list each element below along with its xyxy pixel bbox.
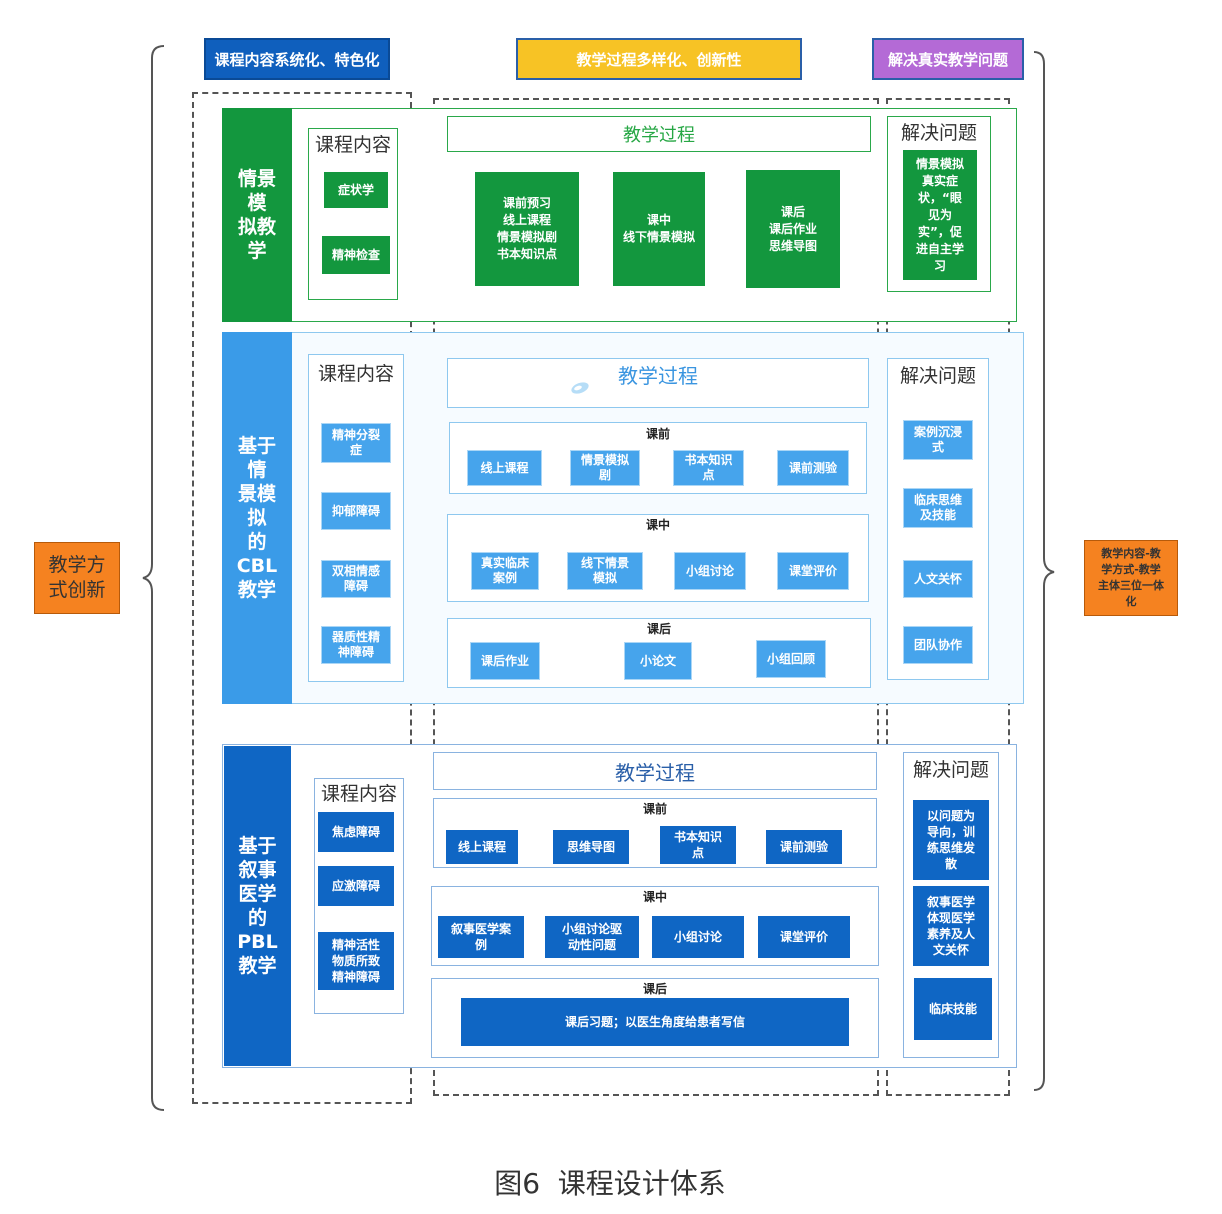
- section3-problem-title: 解决问题: [912, 758, 989, 781]
- section1-process-item: 课中 线下情景模拟: [613, 172, 705, 286]
- section2-content-item: 器质性精 神障碍: [321, 626, 391, 664]
- section2-problem-item: 案例沉浸 式: [903, 420, 973, 460]
- left-label: 教学方 式创新: [34, 542, 120, 614]
- section3-problem-item: 叙事医学 体现医学 素养及人 文关怀: [913, 886, 989, 966]
- section2-phase-label: 课中: [645, 517, 670, 532]
- section2-phase-item: 线下情景 模拟: [567, 552, 643, 590]
- section1-content-item: 精神检查: [322, 236, 390, 274]
- section1-content-item: 症状学: [324, 172, 388, 208]
- section3-phase-item: 线上课程: [446, 830, 518, 864]
- section2-content-item: 精神分裂 症: [321, 423, 391, 463]
- figure-caption: 图6 课程设计体系: [494, 1167, 726, 1200]
- section3-content-title: 课程内容: [320, 782, 397, 805]
- section2-phase-item: 课前测验: [777, 450, 849, 486]
- section2-problem-title: 解决问题: [899, 364, 976, 387]
- section2-problem-item: 团队协作: [903, 626, 973, 664]
- water-drop-icon: [571, 382, 589, 394]
- right-brace: [1033, 51, 1055, 1091]
- section1-process-item: 课后 课后作业 思维导图: [746, 170, 840, 288]
- left-brace: [142, 45, 165, 1111]
- section2-problem-item: 人文关怀: [903, 560, 973, 598]
- section3-phase-item: 课后习题；以医生角度给患者写信: [461, 998, 849, 1046]
- section3-phase-item: 思维导图: [553, 830, 629, 864]
- section2-phase-item: 书本知识 点: [673, 450, 744, 486]
- section2-content-title: 课程内容: [317, 362, 394, 385]
- section3-content-item: 应激障碍: [318, 866, 394, 906]
- section3-content-item: 精神活性 物质所致 精神障碍: [318, 932, 394, 990]
- section2-problem-item: 临床思维 及技能: [903, 488, 973, 528]
- section3-phase-label: 课后: [642, 981, 667, 996]
- section3-phase-item: 叙事医学案 例: [438, 916, 524, 958]
- section1-side-label: 情景模 拟教学: [222, 108, 292, 322]
- section1-content-title: 课程内容: [314, 133, 391, 156]
- header-content: 课程内容系统化、特色化: [204, 38, 390, 80]
- section3-process-title: 教学过程: [433, 752, 877, 790]
- header-process: 教学过程多样化、创新性: [516, 38, 802, 80]
- section3-phase-item: 课堂评价: [758, 916, 850, 958]
- section2-process-title-box: [447, 358, 869, 408]
- section3-content-item: 焦虑障碍: [318, 812, 394, 852]
- section2-phase-label: 课后: [646, 621, 671, 636]
- section2-phase-item: 小组回顾: [756, 640, 826, 678]
- section2-process-title: 教学过程: [618, 363, 698, 388]
- section3-problem-item: 临床技能: [914, 978, 992, 1040]
- section2-side-label: 基于情 景模拟 的CBL 教学: [222, 332, 292, 704]
- section3-phase-item: 书本知识 点: [660, 826, 736, 864]
- section2-phase-item: 课后作业: [470, 642, 540, 680]
- section3-phase-label: 课中: [642, 889, 667, 904]
- section3-phase-item: 小组讨论驱 动性问题: [545, 916, 639, 958]
- section3-problem-item: 以问题为 导向，训 练思维发 散: [913, 800, 989, 880]
- section2-phase-item: 线上课程: [467, 450, 542, 486]
- section2-phase-item: 真实临床 案例: [471, 552, 539, 590]
- right-label: 教学内容-教 学方式-教学 主体三位一体 化: [1084, 540, 1178, 616]
- section2-content-item: 双相情感 障碍: [321, 560, 391, 598]
- header-problem: 解决真实教学问题: [872, 38, 1024, 80]
- section1-process-title: 教学过程: [447, 116, 871, 152]
- section1-process-item: 课前预习 线上课程 情景模拟剧 书本知识点: [475, 172, 579, 286]
- section3-phase-label: 课前: [642, 801, 667, 816]
- section3-side-label: 基于 叙事 医学 的 PBL 教学: [224, 746, 291, 1066]
- section2-content-item: 抑郁障碍: [321, 492, 391, 530]
- section2-phase-item: 小组讨论: [674, 552, 746, 590]
- section3-phase-item: 小组讨论: [652, 916, 744, 958]
- section2-phase-item: 小论文: [624, 642, 692, 680]
- section2-phase-item: 课堂评价: [777, 552, 849, 590]
- section1-problem-title: 解决问题: [900, 121, 977, 144]
- section2-phase-item: 情景模拟 剧: [570, 450, 640, 486]
- section1-problem-text: 情景模拟 真实症 状，“眼 见为 实”，促 进自主学 习: [903, 150, 977, 280]
- section3-phase-item: 课前测验: [766, 830, 842, 864]
- section2-phase-label: 课前: [645, 426, 670, 441]
